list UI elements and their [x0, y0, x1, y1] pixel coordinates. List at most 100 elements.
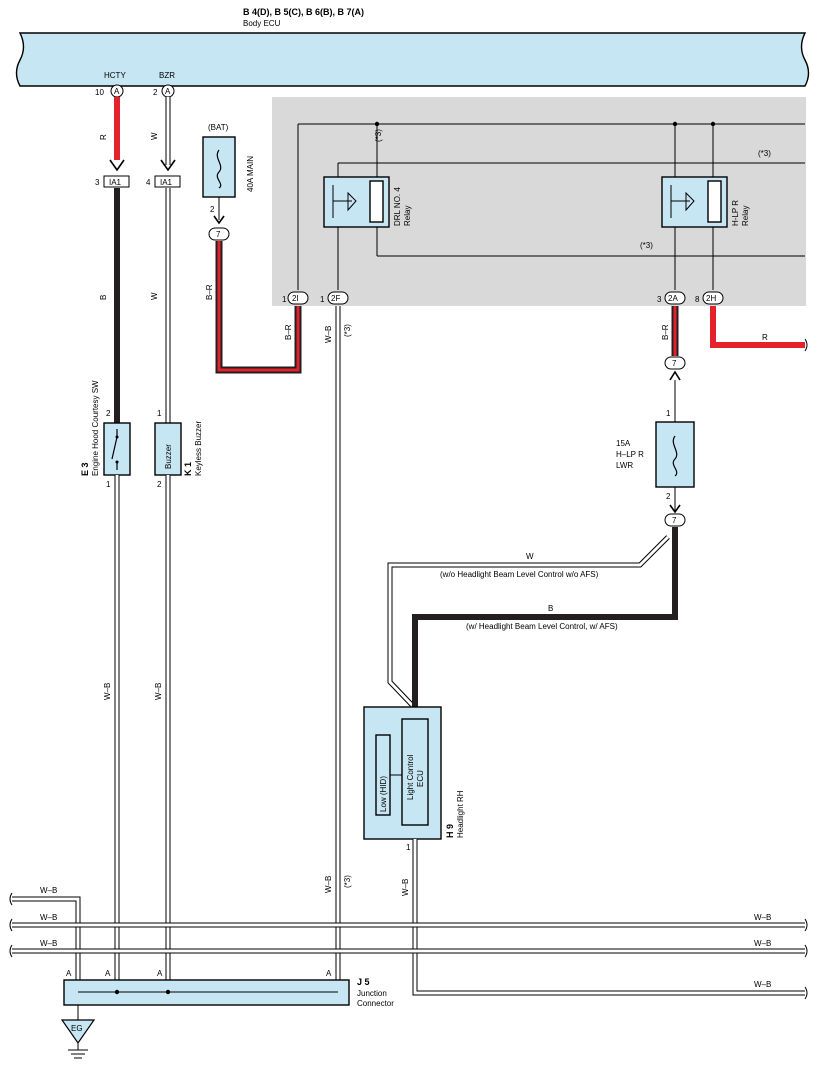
ecu-label-1: Light Control	[406, 754, 415, 800]
break-marks-right	[804, 338, 808, 1000]
connector-7	[664, 513, 686, 527]
junction-dot	[114, 989, 120, 995]
hood-sw-name: Engine Hood Courtesy SW	[91, 380, 100, 476]
hlp-relay-sub: Relay	[741, 206, 750, 226]
relay-pin-2i	[287, 291, 309, 305]
fuse-lwr-pin-top: 1	[666, 409, 671, 418]
ecu-signal-hcty: HCTY	[104, 71, 126, 80]
note-w-level: (w/ Headlight Beam Level Control, w/ AFS…	[466, 622, 618, 631]
fuse-main-name: 40A MAIN	[246, 156, 255, 192]
body-ecu	[15, 32, 810, 87]
headlight-code: H 9	[445, 824, 455, 838]
ecu-label-2: ECU	[416, 770, 425, 787]
light-control-ecu	[401, 718, 429, 826]
fuse-icon	[672, 435, 678, 477]
wire-label-r: R	[762, 333, 768, 342]
buzzer-code: K 1	[183, 462, 193, 476]
connector-chevron	[669, 370, 681, 381]
pin-id: 2F	[331, 294, 340, 303]
wire-label-note3: (*3)	[343, 324, 352, 337]
pin-id: 2A	[668, 294, 678, 303]
junction-name1: Junction	[357, 989, 387, 998]
wire-label-wb: W–B	[154, 683, 163, 700]
wire-label-wb: W–B	[324, 326, 333, 343]
connector-7-label: 7	[672, 516, 677, 525]
drl-relay-contact	[332, 185, 357, 218]
junction-dot	[165, 989, 171, 995]
ground-eg	[60, 1019, 96, 1045]
relay-pin-2f	[327, 291, 349, 305]
relay-pin-2h	[702, 291, 724, 305]
wire-black	[412, 527, 678, 707]
wire-label-wb: W–B	[754, 939, 771, 948]
wire-label-wb: W–B	[324, 876, 333, 893]
junction-dot	[374, 121, 380, 127]
wire-label-w: W	[150, 132, 159, 140]
pin-num: 1	[320, 295, 325, 304]
ecu-pin-num-2: 2	[153, 88, 158, 97]
connector-7-label: 7	[216, 230, 221, 239]
connector-7	[664, 356, 686, 370]
note-wo-level: (w/o Headlight Beam Level Control w/o AF…	[440, 570, 599, 579]
wire-label-wb: W–B	[401, 879, 410, 896]
fuse-main-pin: 2	[210, 205, 215, 214]
pin-id: 2H	[706, 294, 716, 303]
drl-relay-name: DRL NO. 4	[393, 187, 402, 226]
ia1-id: IA1	[109, 178, 122, 187]
connector-7-label: 7	[672, 359, 677, 368]
fuse-lwr-l2: H–LP R	[616, 450, 644, 459]
wire-label-w: W	[526, 552, 534, 561]
wire-label-wb: W–B	[754, 980, 771, 989]
wire-label-wb: W–B	[40, 913, 57, 922]
fuse-lwr-pin-bottom: 2	[666, 492, 671, 501]
pin-id: 2I	[292, 294, 299, 303]
junction-pin: A	[157, 969, 163, 978]
headlight-name: Headlight RH	[456, 790, 465, 838]
ecu-pin-conn-a2: A	[165, 87, 171, 96]
wire-label-wb: W–B	[103, 683, 112, 700]
hlp-relay-contact	[670, 185, 695, 218]
connector-chevron	[669, 504, 681, 514]
fuse-main-label: (BAT)	[208, 123, 229, 132]
ia1-id: IA1	[160, 178, 173, 187]
wire-label-b: B	[548, 604, 553, 613]
fuse-lwr-l1: 15A	[616, 439, 631, 448]
connector-chevron	[109, 159, 125, 172]
relay-pin-2a	[664, 291, 686, 305]
fuse-40a-main	[202, 136, 236, 198]
headlight-low-label: Low (HID)	[379, 776, 388, 812]
hood-sw-pin-top: 2	[106, 409, 111, 418]
pin-num: 3	[657, 295, 662, 304]
buzzer-pin-bottom: 2	[157, 480, 162, 489]
wire-label-r: R	[99, 134, 108, 140]
wire-label-b: B	[99, 295, 108, 300]
pin-num: 8	[695, 295, 700, 304]
hood-sw-pin-bottom: 1	[106, 480, 111, 489]
ecu-pin-conn-a1: A	[114, 87, 120, 96]
drl-note: (*3)	[374, 129, 383, 142]
drl-relay-coil	[369, 180, 384, 223]
junction-code: J 5	[357, 977, 370, 987]
connector-chevron	[213, 215, 225, 225]
fuse-lwr-l3: LWR	[616, 461, 633, 470]
wire-label-br: B–R	[661, 324, 670, 340]
ecu-connectors: B 4(D), B 5(C), B 6(B), B 7(A)	[243, 7, 364, 17]
headlight-pin: 1	[406, 843, 411, 852]
ecu-pin-num-10: 10	[95, 88, 104, 97]
ia1-connector-1	[103, 175, 130, 188]
wire-label-note3: (*3)	[343, 875, 352, 888]
wire-red	[710, 306, 805, 348]
wire-white	[387, 535, 670, 707]
ground-icon	[68, 1043, 88, 1059]
pin-num: 1	[282, 295, 287, 304]
hlp-note: (*3)	[758, 149, 771, 158]
drl-relay-sub: Relay	[403, 206, 412, 226]
fuse-15a-hlp-r-lwr	[655, 421, 695, 488]
wire-label-br: B–R	[205, 284, 214, 300]
junction-pin: A	[66, 969, 72, 978]
junction-dot	[710, 121, 716, 127]
wire-label-wb: W–B	[40, 939, 57, 948]
wire-label-w: W	[150, 292, 159, 300]
hood-sw-code: E 3	[80, 462, 90, 476]
wire-label-wb: W–B	[754, 913, 771, 922]
